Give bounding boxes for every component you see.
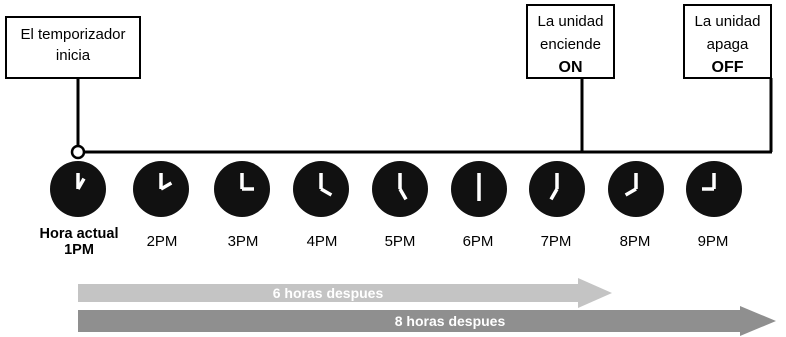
hour-hand (549, 188, 559, 201)
unit-on-state: ON (559, 59, 583, 76)
unit-on-box-frame (526, 4, 615, 79)
clock-time-label-6pm: 6PM (463, 233, 494, 250)
eight-hours-arrow: 8 horas despues (78, 306, 776, 336)
hour-hand (624, 187, 637, 197)
unit-off-state: OFF (712, 59, 744, 76)
clock-icon-2pm (133, 161, 189, 217)
eight-hours-arrow-shape (78, 306, 776, 336)
clock-time-label-2pm: 2PM (147, 233, 178, 250)
timer-start-text-line2: inicia (56, 47, 91, 64)
hour-hand (160, 181, 173, 191)
eight-hours-arrow-label: 8 horas despues (395, 313, 506, 329)
clock-time-label-4pm: 4PM (307, 233, 338, 250)
unit-off-box: La unidad apaga OFF (683, 4, 772, 79)
clock-icon-4pm (293, 161, 349, 217)
unit-off-text-line1: La unidad (695, 13, 761, 30)
hour-hand (320, 187, 333, 197)
hour-hand (398, 188, 408, 201)
clock-time-label-9pm: 9PM (698, 233, 729, 250)
unit-on-text-line1: La unidad (538, 13, 604, 30)
clock-icon-7pm (529, 161, 585, 217)
clock-caption-current-time: Hora actual (40, 226, 119, 242)
clock-time-label-5pm: 5PM (385, 233, 416, 250)
clock-icon-9pm (686, 161, 742, 217)
timer-start-box-frame (5, 16, 141, 79)
six-hours-arrow-shape (78, 278, 612, 308)
unit-off-box-frame (683, 4, 772, 79)
six-hours-arrow-label: 6 horas despues (273, 285, 384, 301)
timer-start-text-line1: El temporizador (20, 26, 125, 43)
six-hours-arrow: 6 horas despues (78, 278, 612, 308)
hour-hand (76, 177, 86, 190)
clock-time-label-3pm: 3PM (228, 233, 259, 250)
clock-time-label-7pm: 7PM (541, 233, 572, 250)
clock-icon-5pm (372, 161, 428, 217)
unit-on-text-line2: enciende (540, 36, 601, 53)
clock-icon-6pm (451, 161, 507, 217)
unit-on-box: La unidad enciende ON (526, 4, 615, 79)
clock-icon-1pm (50, 161, 106, 217)
clock-icon-8pm (608, 161, 664, 217)
unit-off-text-line2: apaga (707, 36, 749, 53)
clock-time-label-8pm: 8PM (620, 233, 651, 250)
clock-icon-3pm (214, 161, 270, 217)
timer-start-box: El temporizador inicia (5, 16, 141, 79)
start-marker (70, 144, 86, 160)
clock-time-label-1pm: 1PM (64, 242, 94, 258)
